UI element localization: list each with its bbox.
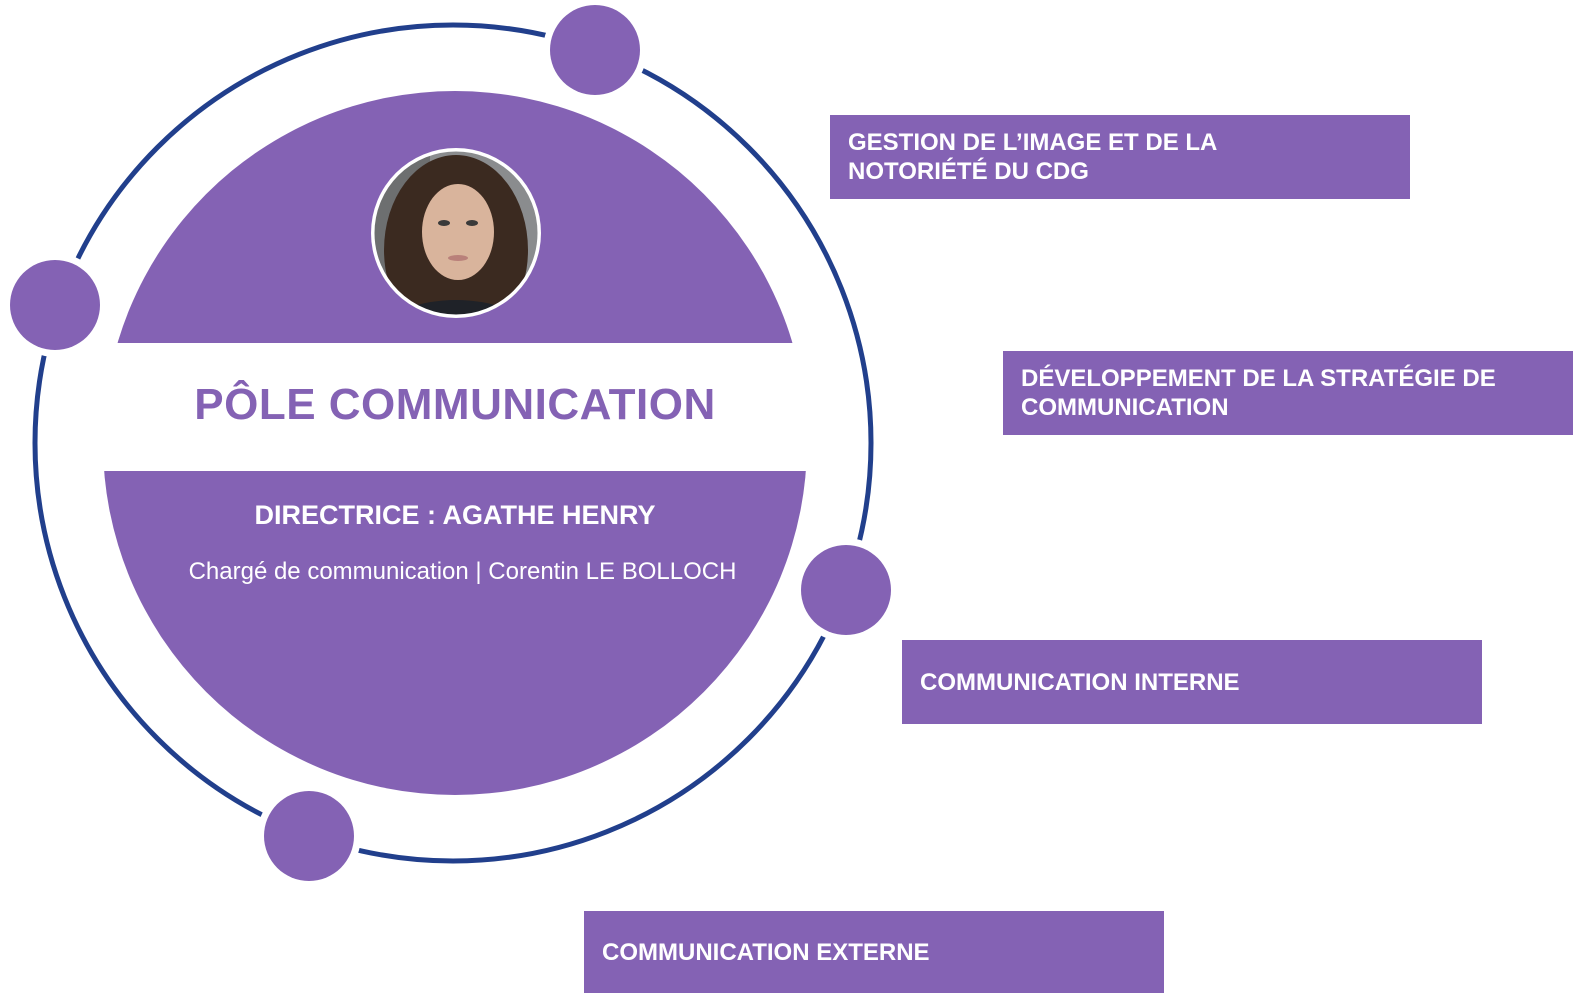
- mission-label: COMMUNICATION EXTERNE: [602, 938, 930, 966]
- orbit-dot-top: [543, 0, 647, 102]
- staff-line: Chargé de communication | Corentin LE BO…: [188, 558, 737, 585]
- orbit-dot-bottom: [257, 784, 361, 888]
- portrait-photo: [371, 148, 541, 318]
- mission-box-interne: COMMUNICATION INTERNE: [902, 640, 1482, 724]
- outer-ring: [32, 22, 874, 864]
- mission-label: DÉVELOPPEMENT DE LA STRATÉGIE DE COMMUNI…: [1021, 365, 1496, 421]
- orbit-dot-right: [794, 538, 898, 642]
- mission-box-image-notoriete: GESTION DE L’IMAGE ET DE LA NOTORIÉTÉ DU…: [830, 115, 1410, 199]
- mission-label: COMMUNICATION INTERNE: [920, 668, 1240, 696]
- mission-box-strategie: DÉVELOPPEMENT DE LA STRATÉGIE DE COMMUNI…: [1003, 351, 1573, 435]
- mission-label: GESTION DE L’IMAGE ET DE LA NOTORIÉTÉ DU…: [848, 129, 1217, 185]
- pole-title: PÔLE COMMUNICATION: [194, 380, 716, 429]
- director-name: DIRECTRICE : AGATHE HENRY: [254, 500, 656, 530]
- mission-box-externe: COMMUNICATION EXTERNE: [584, 911, 1164, 993]
- orbit-dot-left: [3, 253, 107, 357]
